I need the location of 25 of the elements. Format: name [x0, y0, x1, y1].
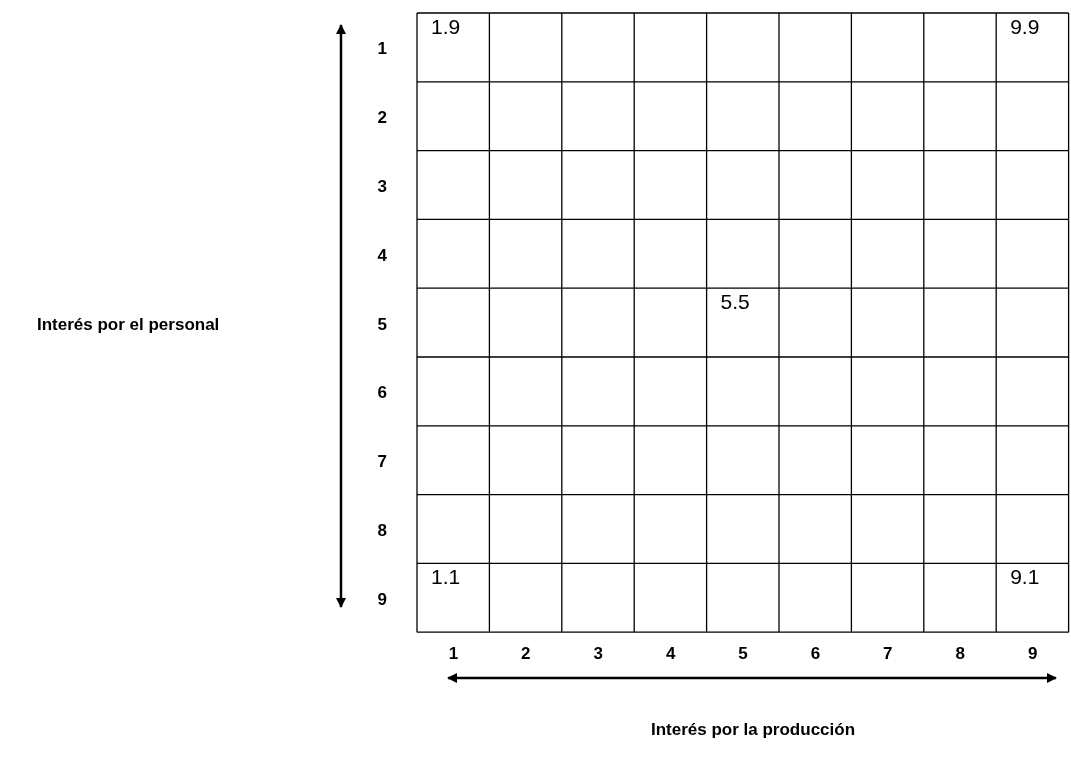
- row-number: 1: [377, 39, 387, 60]
- row-number: 3: [377, 177, 387, 197]
- cell-value: 9.1: [1010, 565, 1040, 590]
- axis-title: Interés por la producción: [651, 720, 856, 740]
- axis-title: Interés por el personal: [37, 314, 220, 335]
- row-number: 5: [377, 314, 387, 335]
- cell-value: 5.5: [720, 290, 750, 315]
- column-number: 2: [521, 644, 531, 664]
- column-number: 4: [665, 644, 676, 664]
- row-number: 7: [377, 452, 387, 473]
- cell-value: 9.9: [1010, 15, 1040, 39]
- cell-value: 1.1: [431, 565, 461, 590]
- column-number: 5: [738, 644, 748, 664]
- column-number: 7: [883, 644, 893, 664]
- column-number: 9: [1027, 644, 1038, 664]
- column-number: 6: [810, 644, 821, 664]
- column-number: 8: [955, 644, 965, 664]
- row-number: 8: [377, 521, 387, 541]
- cell-value: 1.9: [431, 15, 461, 39]
- row-number: 2: [377, 108, 387, 129]
- column-number: 1: [448, 644, 459, 664]
- row-number: 4: [377, 245, 387, 266]
- column-number: 3: [593, 644, 603, 664]
- row-number: 6: [377, 383, 387, 404]
- row-number: 9: [377, 589, 387, 610]
